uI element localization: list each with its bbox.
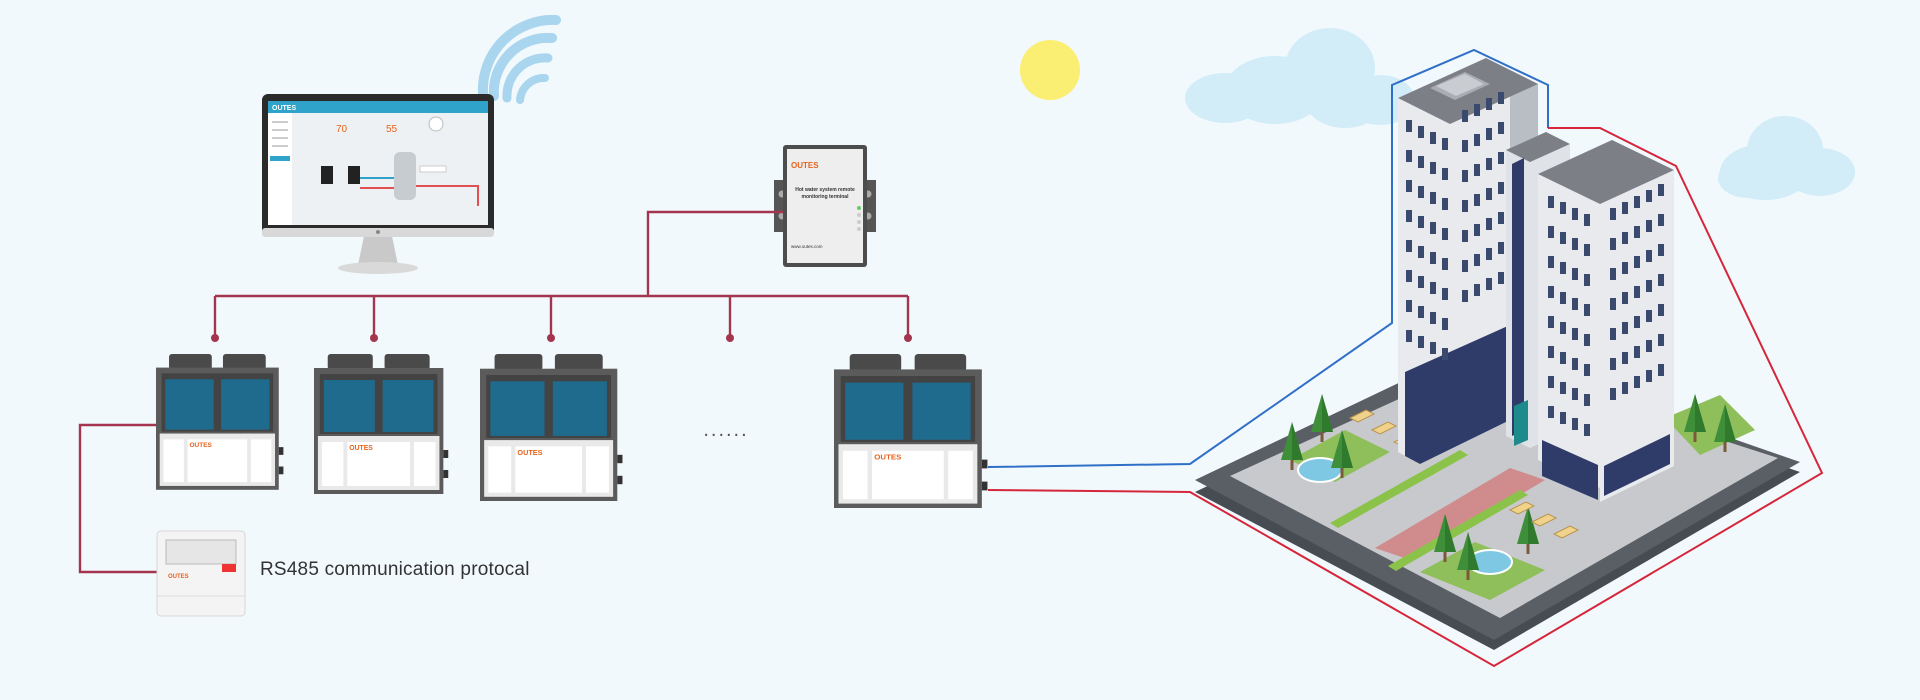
more-units-ellipsis: ......	[703, 419, 748, 441]
remote-monitoring-terminal: OUTES Hot water system remote monitoring…	[774, 145, 876, 267]
heat-pump-unit: OUTES	[156, 354, 284, 490]
svg-text:OUTES: OUTES	[517, 448, 542, 457]
wired-controller: OUTES	[156, 530, 246, 617]
monitor-computer: OUTES 70 55	[262, 94, 494, 274]
tower-windows	[1406, 92, 1504, 360]
heat-pump-unit: OUTES	[834, 354, 988, 508]
cloud-icon	[1185, 28, 1415, 128]
monitor-brand-text: OUTES	[272, 105, 296, 112]
terminal-title-line-1: Hot water system remote	[795, 187, 855, 193]
monitor-readout-1: 70	[336, 124, 348, 135]
terminal-website-text: www.outes.com	[791, 244, 823, 249]
svg-text:OUTES: OUTES	[349, 445, 373, 452]
terminal-brand-text: OUTES	[791, 161, 819, 170]
supply-pipe-blue	[987, 48, 1549, 468]
monitor-readout-2: 55	[386, 124, 398, 135]
sun-icon	[1020, 40, 1080, 100]
controller-brand-text: OUTES	[168, 574, 189, 580]
svg-text:OUTES: OUTES	[874, 453, 901, 462]
wifi-signal-icon	[477, 14, 561, 104]
annex-windows	[1548, 184, 1664, 436]
communication-bus	[78, 210, 910, 574]
bus-nodes	[211, 334, 912, 342]
heat-pump-unit: OUTES	[314, 354, 449, 494]
cloud-icon	[1718, 116, 1855, 200]
terminal-title-line-2: monitoring terminal	[802, 194, 850, 200]
heat-pump-unit: OUTES	[480, 354, 623, 501]
svg-text:OUTES: OUTES	[189, 442, 212, 449]
return-pipe-red	[987, 127, 1824, 668]
rs485-protocol-label: RS485 communication protocal	[260, 559, 530, 580]
office-tower-annex	[1506, 132, 1674, 502]
